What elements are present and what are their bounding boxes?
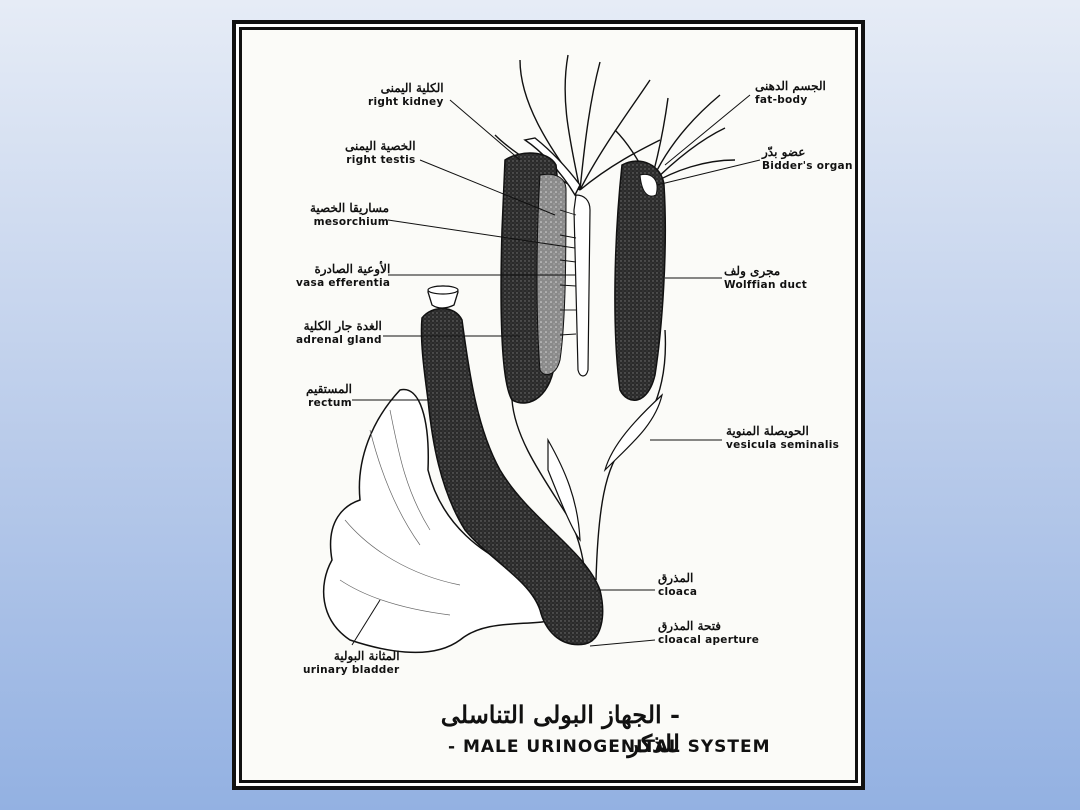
caption-english: - MALE URINOGENITAL SYSTEM	[448, 737, 771, 757]
label-vesicula-seminalis: الحويصلة المنوية vesicula seminalis	[726, 424, 840, 451]
label-bidders-organ: عضو بدّر Bidder's organ	[762, 145, 853, 172]
bladder-shading	[339, 409, 461, 616]
vesicula-seminalis-right	[603, 393, 664, 473]
label-cloaca: المذرق cloaca	[658, 571, 698, 598]
label-urinary-bladder: المثانة البولية urinary bladder	[303, 649, 400, 676]
bidders-organ-shape	[639, 173, 658, 197]
mesorchium-shape	[573, 194, 591, 377]
label-right-kidney: الكلية اليمنى right kidney	[368, 81, 444, 108]
vesicula-seminalis-left	[547, 437, 581, 542]
label-mesorchium: مساريقا الخصية mesorchium	[310, 201, 390, 228]
leader-lines	[351, 94, 761, 647]
rectum-shape	[420, 307, 604, 646]
fat-body-right	[614, 94, 736, 186]
urinary-bladder-shape	[322, 388, 575, 654]
label-wolffian-duct: مجرى ولف Wolffian duct	[724, 264, 808, 291]
label-rectum: المستقيم rectum	[306, 382, 352, 409]
label-fat-body: الجسم الدهنى fat-body	[755, 79, 826, 106]
wolffian-duct-left	[511, 399, 586, 581]
label-right-testis: الخصية اليمنى right testis	[345, 139, 416, 166]
label-adrenal-gland: الغدة جار الكلية adrenal gland	[296, 319, 382, 346]
label-vasa-efferentia: الأوعية الصادرة vasa efferentia	[296, 262, 391, 289]
fat-body-left	[494, 54, 661, 197]
vasa-efferentia-lines	[559, 209, 577, 336]
label-cloacal-aperture: فتحة المذرق cloacal aperture	[658, 619, 760, 646]
right-testis-shape	[536, 173, 567, 376]
caption-arabic: - الجهاز البولى التناسلى للذكر	[440, 700, 680, 758]
left-kidney-shape	[614, 160, 667, 401]
